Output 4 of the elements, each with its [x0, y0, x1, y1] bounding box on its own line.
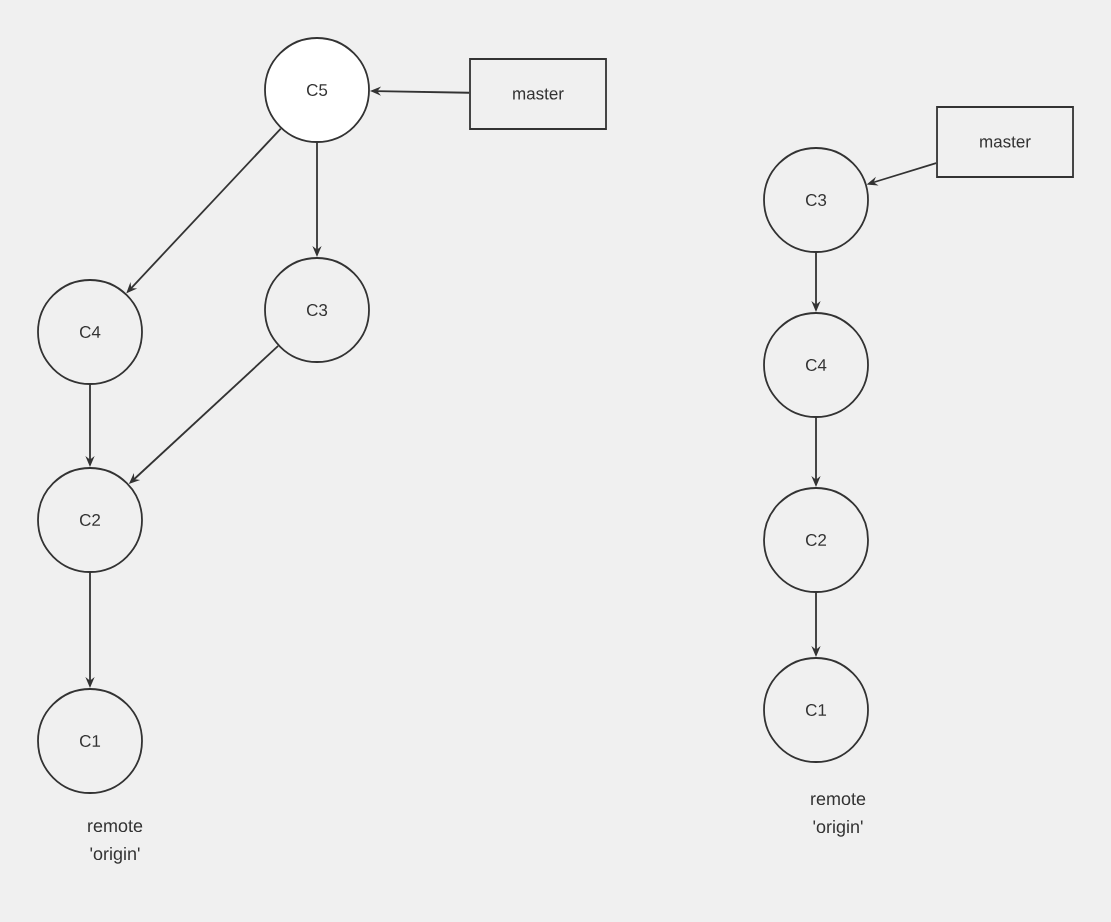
label-box: master [469, 58, 607, 130]
label-box: master [936, 106, 1074, 178]
caption-text: remote 'origin' [811, 793, 866, 837]
caption-text: remote 'origin' [88, 820, 143, 864]
